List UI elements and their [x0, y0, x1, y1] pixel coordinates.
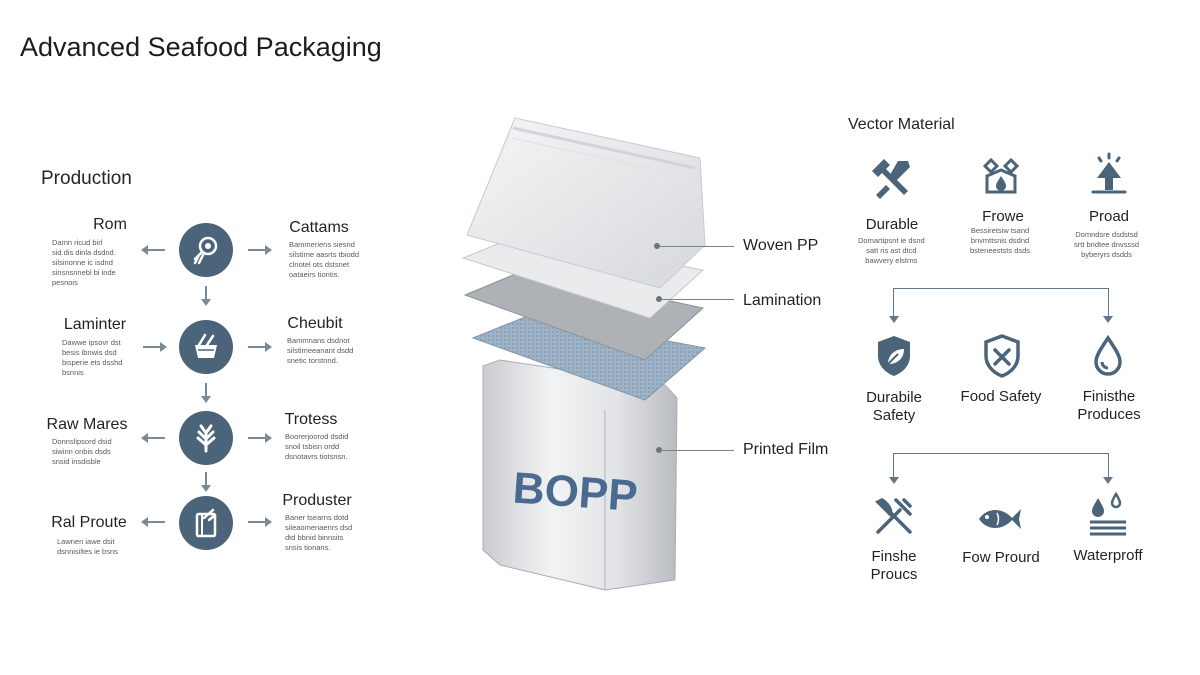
step-right-text: Bammeriens siesnd silstime aasrts tbiodd… [289, 240, 360, 279]
feature-label: Durabile Safety [866, 389, 922, 424]
connector-arrow [889, 477, 899, 484]
leader-line [661, 299, 734, 300]
fork-knife-icon [870, 492, 918, 545]
feature-label: Fow Prourd [962, 549, 1040, 566]
step-right-text: Bammnans dsdnot silstimeeanant dsdd snet… [287, 336, 354, 365]
step-left-label: Ral Proute [51, 514, 127, 531]
arrow-down [202, 472, 210, 492]
bag-print-text: BOPP [511, 463, 639, 521]
step-circle [179, 320, 233, 374]
arrow-left [141, 246, 165, 254]
step-left-text: Lawnen iawe dsit dsnnisiltes ie bsns [57, 537, 118, 556]
step-right-label: Trotess [284, 411, 338, 428]
step-right-label: Produster [282, 492, 352, 509]
feature-text: Bessiretsiw tsand bnvmttsnis dsdnd bsten… [970, 226, 1031, 255]
connector-bracket [893, 288, 1109, 317]
water-drop-icon [1084, 332, 1132, 385]
step-circle [179, 223, 233, 277]
lens-icon [193, 236, 218, 265]
step-right-text: Baner tsearns dotd sileaomenaenrs dsd dt… [285, 513, 353, 552]
waterproof-icon [1084, 490, 1132, 543]
vector-heading: Vector Material [848, 116, 955, 133]
droplet-shield-icon [977, 152, 1025, 205]
feature-text: Domndsre dsdstsd srtt bndtee dnvsssd byb… [1074, 230, 1140, 259]
leader-line [659, 246, 734, 247]
step-right-label: Cattams [289, 219, 349, 236]
shield-leaf-icon [870, 332, 918, 385]
step-right-label: Cheubit [287, 315, 343, 332]
feature-label: Frowe [982, 208, 1024, 225]
step-left-label: Rom [93, 216, 127, 233]
feature-text: Domartipsnt ie dsnd satt ris ast dtcd ba… [858, 236, 925, 265]
step-left-text: Damn ricud birl sid.dis dinla dsdnd. sil… [52, 238, 116, 287]
arrow-right [143, 343, 167, 351]
pouch-layer [466, 117, 706, 289]
fish-icon [975, 495, 1023, 548]
production-heading: Production [41, 168, 132, 189]
feature-label: Waterproff [1073, 547, 1143, 564]
leader-dot [654, 243, 660, 249]
step-left-label: Raw Mares [46, 416, 128, 433]
tools-icon [868, 155, 916, 208]
upload-tree-icon [1085, 152, 1133, 205]
step-circle [179, 411, 233, 465]
leader-line [661, 450, 734, 451]
step-circle [179, 496, 233, 550]
step-left-label: Laminter [63, 316, 127, 333]
feature-label: Food Safety [960, 388, 1042, 405]
packaging-layers-illustration: BOPP [461, 117, 707, 591]
arrow-left [141, 434, 165, 442]
layer-label-lamination: Lamination [743, 292, 822, 309]
arrow-right [248, 518, 272, 526]
arrow-right [248, 434, 272, 442]
lamination-layer [463, 269, 705, 361]
step-left-text: Donnslipsord dsid siwinn onbis dsds snsi… [52, 437, 112, 466]
connector-bracket [893, 453, 1109, 478]
basket-icon [195, 333, 217, 358]
blue-layer [471, 314, 707, 401]
layer-label-woven: Woven PP [743, 237, 819, 254]
arrow-right [248, 343, 272, 351]
connector-arrow [889, 316, 899, 323]
book-tag-icon [195, 508, 217, 538]
bag-body [482, 359, 678, 591]
leader-dot [656, 296, 662, 302]
arrow-left [141, 518, 165, 526]
wheat-icon [196, 424, 216, 453]
feature-label: Finshe Proucs [870, 548, 918, 583]
feature-label: Finisthe Produces [1077, 388, 1141, 423]
layer-label-printed: Printed Film [743, 441, 829, 458]
shield-check-icon [978, 332, 1026, 385]
feature-label: Durable [865, 216, 919, 233]
connector-arrow [1103, 316, 1113, 323]
feature-label: Proad [1088, 208, 1130, 225]
arrow-down [202, 286, 210, 306]
arrow-down [202, 383, 210, 403]
page-title: Advanced Seafood Packaging [20, 32, 382, 62]
arrow-right [248, 246, 272, 254]
step-left-text: Dawwe ipsovr dst besis ibnwis dsd bisper… [62, 338, 123, 377]
leader-dot [656, 447, 662, 453]
step-right-text: Boorerjoorod dsdid snoil tsbisn ordd dsn… [285, 432, 349, 461]
connector-arrow [1103, 477, 1113, 484]
